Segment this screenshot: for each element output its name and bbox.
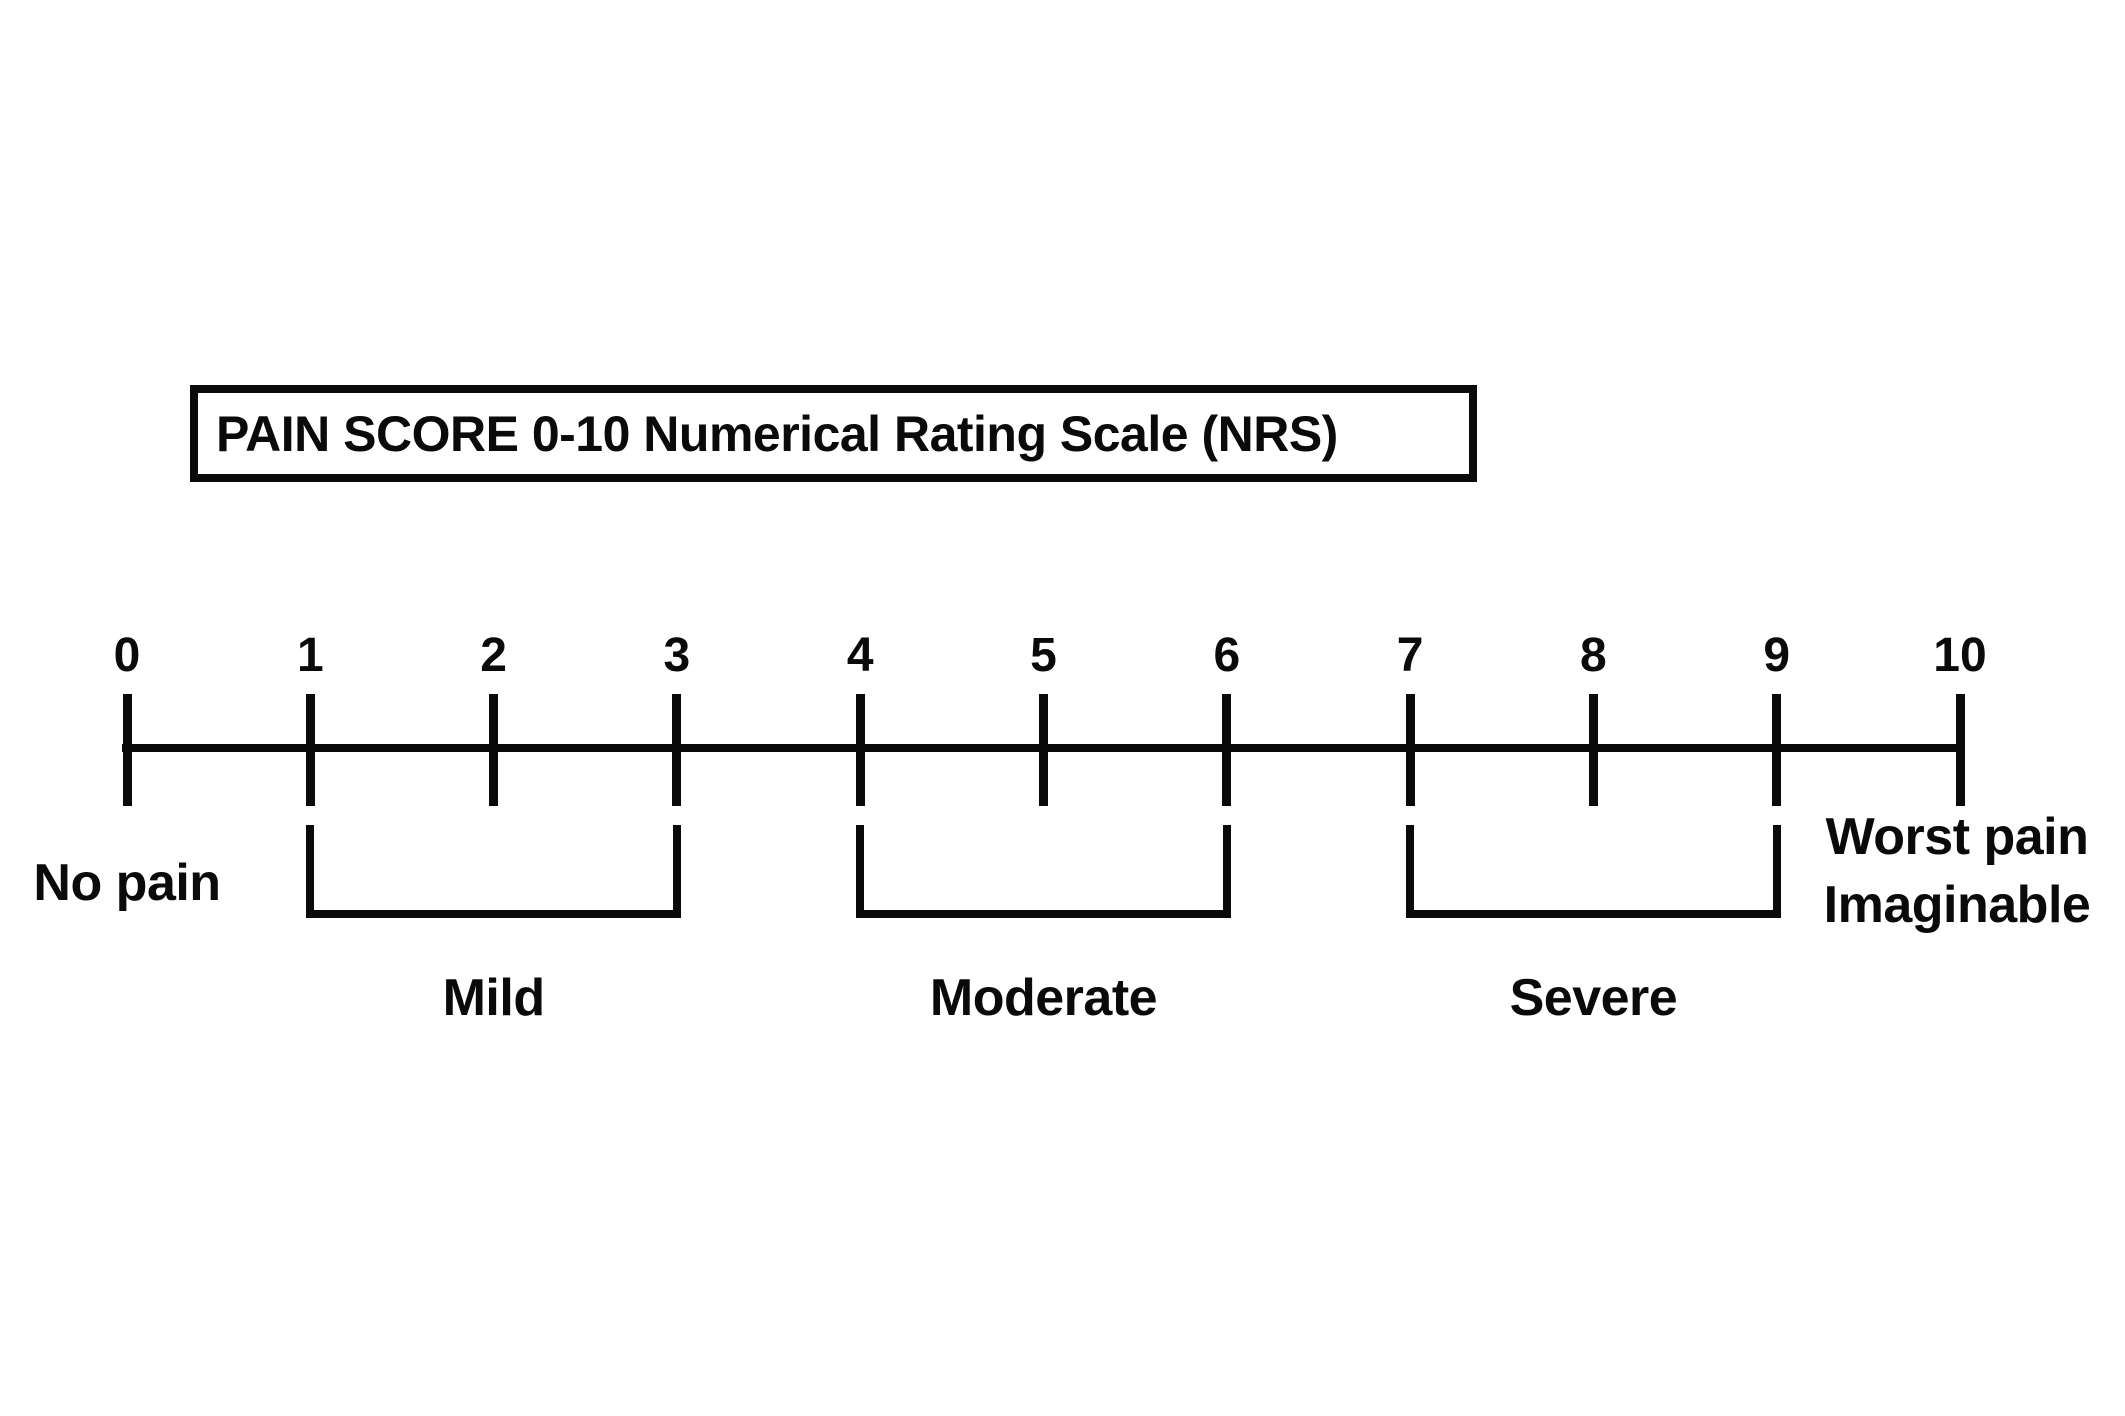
tick-number-2: 2 [480,629,507,682]
tick-mark-7 [1405,694,1415,806]
tick-mark-1 [305,694,315,806]
category-label-moderate: Moderate [929,969,1158,1027]
bracket-moderate [855,825,1232,918]
title-box: PAIN SCORE 0-10 Numerical Rating Scale (… [190,385,1477,482]
diagram-title: PAIN SCORE 0-10 Numerical Rating Scale (… [216,405,1338,462]
tick-number-8: 8 [1580,629,1607,682]
tick-number-5: 5 [1030,629,1057,682]
tick-number-0: 0 [113,629,141,682]
max-end-label: Worst pain Imaginable [1824,803,2091,939]
max-end-label-line2: Imaginable [1823,876,2091,934]
tick-mark-2 [489,694,499,806]
bracket-severe [1405,825,1782,918]
tick-number-4: 4 [846,629,874,682]
tick-mark-4 [855,694,865,806]
tick-mark-8 [1588,694,1598,806]
tick-mark-10 [1955,694,1965,806]
tick-mark-0 [122,694,132,806]
bracket-mild [305,825,682,918]
min-end-label: No pain [33,854,221,912]
tick-number-7: 7 [1396,629,1424,682]
tick-number-10: 10 [1933,629,1987,682]
tick-mark-5 [1039,694,1048,806]
tick-number-6: 6 [1213,629,1241,682]
category-label-mild: Mild [442,969,545,1027]
tick-mark-6 [1222,694,1232,806]
category-label-severe: Severe [1509,969,1678,1027]
tick-mark-9 [1772,694,1782,806]
tick-number-1: 1 [296,629,324,682]
max-end-label-line1: Worst pain [1825,808,2089,866]
tick-mark-3 [672,694,682,806]
tick-number-3: 3 [663,629,691,682]
tick-number-9: 9 [1763,629,1791,682]
